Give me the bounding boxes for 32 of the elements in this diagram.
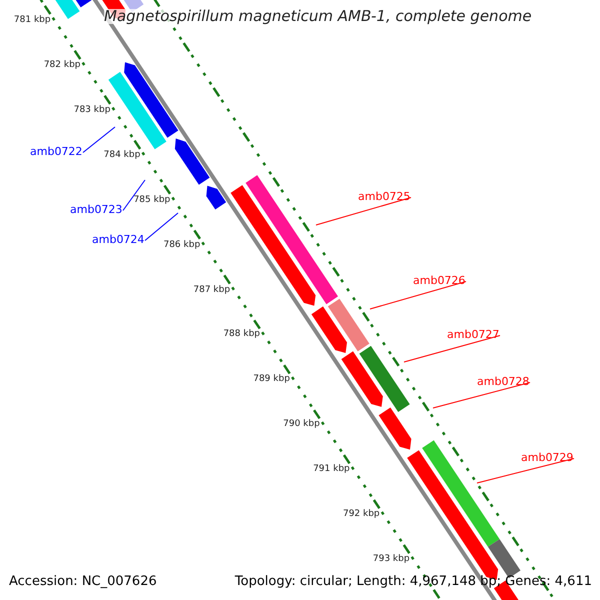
scale-label: 790 kbp xyxy=(283,420,320,430)
gene-label: amb0725 xyxy=(358,191,410,202)
leader-line xyxy=(432,382,530,408)
scale-label: 788 kbp xyxy=(223,330,260,340)
gene-label: amb0728 xyxy=(477,376,530,387)
leader-line xyxy=(370,281,466,310)
accession-text: Accession: NC_007626 xyxy=(9,575,157,588)
leader-line xyxy=(404,335,500,362)
gene-label: amb0727 xyxy=(447,329,500,340)
genome-summary-text: Topology: circular; Length: 4,967,148 bp; Genes: 4,611 xyxy=(234,575,592,588)
scale-label: 784 kbp xyxy=(104,150,140,160)
scale-label: 781 kbp xyxy=(14,16,51,25)
gene-label: amb0723 xyxy=(70,204,122,215)
scale-label: 783 kbp xyxy=(74,106,110,115)
scale-label: 786 kbp xyxy=(163,240,200,250)
gene-label: amb0722 xyxy=(30,146,82,157)
title: Magnetospirillum magneticum AMB-1, complete genome xyxy=(104,9,532,24)
scale-label: 792 kbp xyxy=(342,510,380,520)
scale-label: 782 kbp xyxy=(44,60,80,70)
gene-label: amb0729 xyxy=(521,452,574,463)
leader-line xyxy=(476,458,574,484)
leader-line xyxy=(144,212,178,241)
scale-label: 787 kbp xyxy=(193,286,230,295)
scale-label: 793 kbp xyxy=(372,555,410,564)
gene-label: amb0726 xyxy=(413,275,466,286)
leader-line xyxy=(122,180,146,211)
scale-label: 791 kbp xyxy=(313,465,350,474)
gene-label: amb0724 xyxy=(92,234,144,245)
leader-line xyxy=(316,197,412,226)
scale-label: 789 kbp xyxy=(253,375,290,384)
leader-line xyxy=(82,126,116,153)
scale-label: 785 kbp xyxy=(134,196,170,205)
